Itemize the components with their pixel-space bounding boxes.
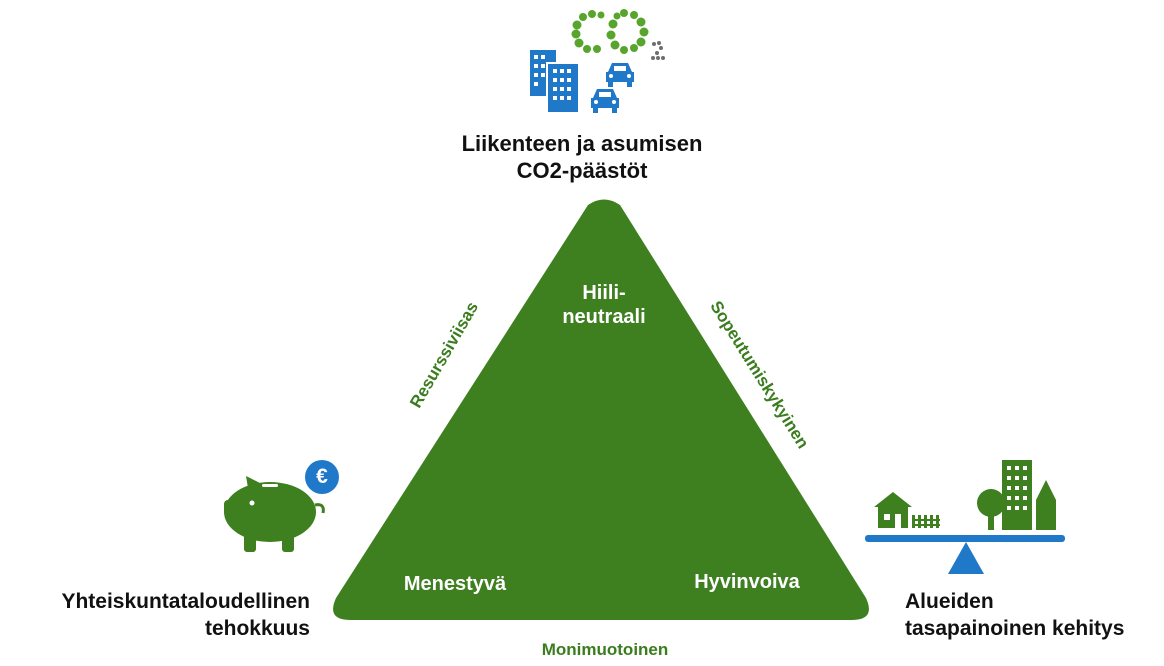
car-icon-lower [591,89,619,113]
euro-coin-icon [305,460,339,494]
euro-symbol: € [316,465,328,488]
apex-label: Hiili- neutraali [534,281,674,329]
co2-icon [571,9,665,60]
top-label-line2: CO2-päästöt [516,158,648,183]
left-corner-label: Yhteiskuntataloudellinen tehokkuus [10,588,310,642]
right-label-line2: tasapainoinen kehitys [905,617,1125,640]
sustainability-triangle [333,199,869,620]
balance-scale-icon [865,535,1065,574]
house-icon [874,492,912,528]
left-label-line2: tehokkuus [204,617,310,640]
apex-label-line1: Hiili- [582,282,626,304]
car-icon-upper [606,63,634,87]
bottom-right-inner-label: Hyvinvoiva [694,571,800,593]
top-corner-label: Liikenteen ja asumisen CO2-päästöt [400,130,764,184]
top-label-line1: Liikenteen ja asumisen [461,131,703,156]
fence-icon [912,515,940,528]
city-buildings-icon [530,50,580,114]
bottom-edge-label: Monimuotoinen [541,640,669,659]
apex-label-line2: neutraali [562,306,646,328]
co2-subscript-2 [651,41,665,60]
church-spire-icon [1036,480,1056,530]
co2-letter-c [571,10,605,53]
piggy-bank-icon [224,476,325,552]
bottom-left-inner-label: Menestyvä [403,573,507,595]
right-corner-label: Alueiden tasapainoinen kehitys [905,588,1164,642]
tree-icon [977,489,1005,530]
co2-letter-o [606,9,649,54]
left-label-line1: Yhteiskuntataloudellinen [61,590,310,613]
tower-block-icon [1002,460,1032,530]
right-label-line1: Alueiden [905,590,994,613]
